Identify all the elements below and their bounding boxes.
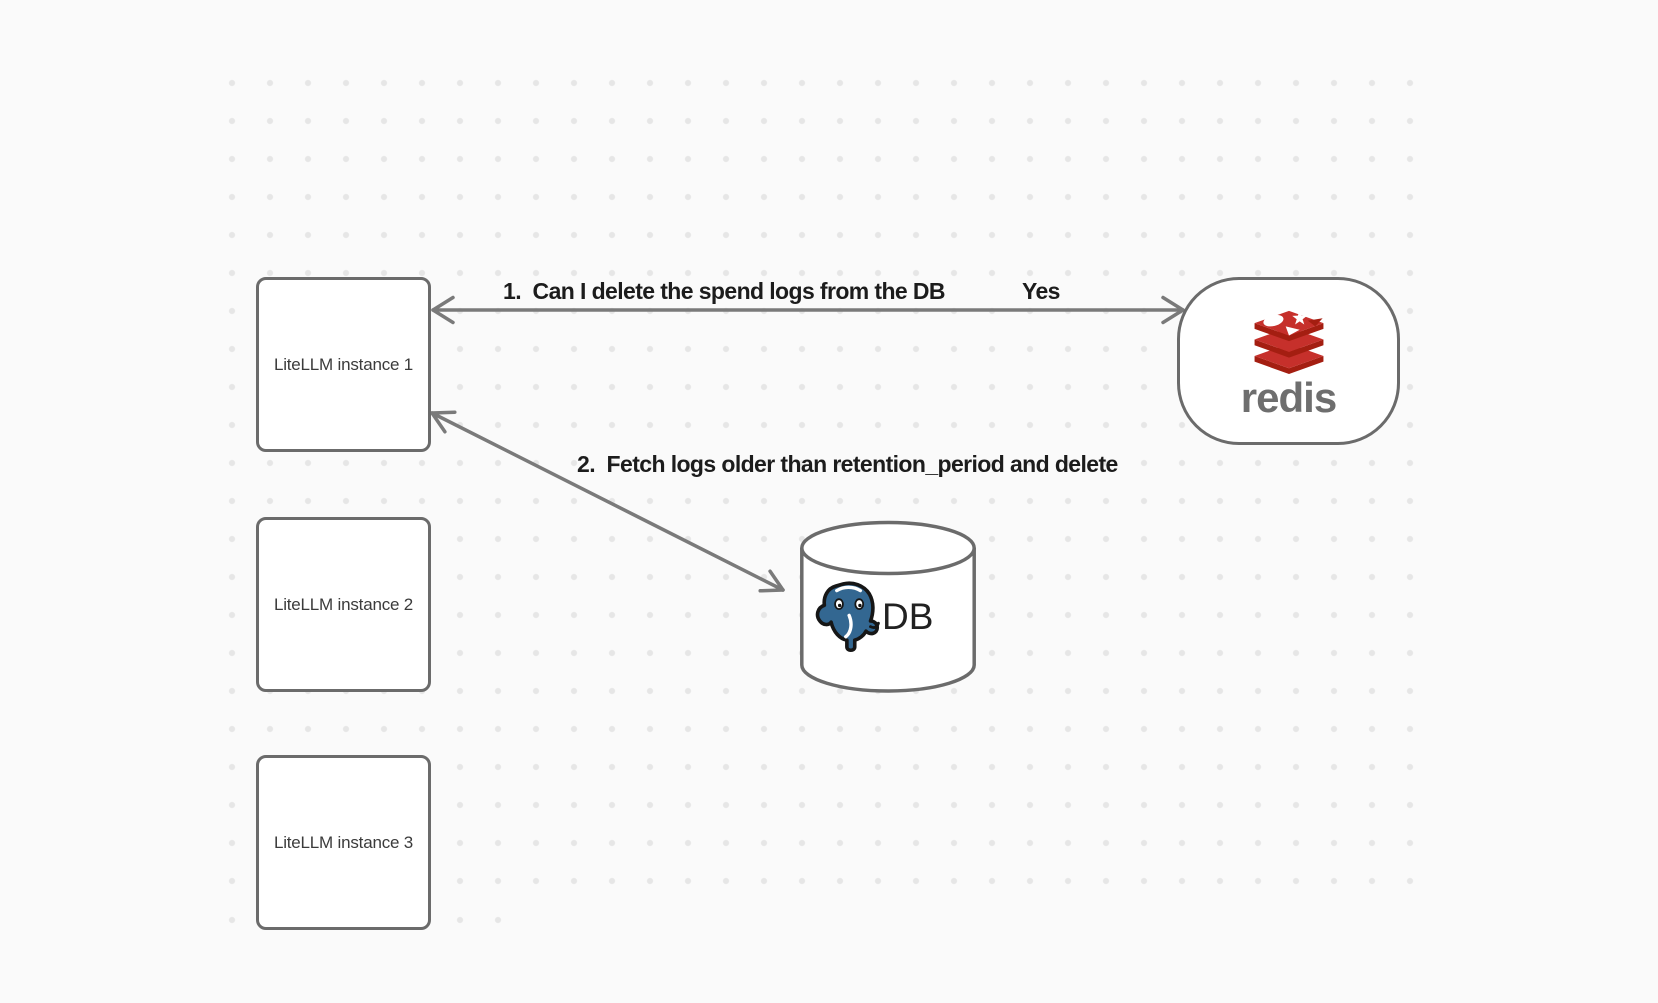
- db-node[interactable]: DB: [799, 519, 977, 697]
- postgresql-logo-icon: [815, 581, 880, 653]
- arrow-1-question-label[interactable]: 1. Can I delete the spend logs from the …: [503, 278, 946, 304]
- litellm-instance-3-label: LiteLLM instance 3: [273, 832, 414, 852]
- redis-logo-icon: [1254, 310, 1323, 374]
- litellm-instance-2-node[interactable]: LiteLLM instance 2: [256, 517, 431, 692]
- redis-wordmark: redis: [1240, 374, 1337, 421]
- redis-node[interactable]: redis: [1177, 277, 1400, 445]
- litellm-instance-3-node[interactable]: LiteLLM instance 3: [256, 755, 431, 930]
- litellm-instance-1-label: LiteLLM instance 1: [273, 354, 414, 374]
- arrow-2-label[interactable]: 2. Fetch logs older than retention_perio…: [577, 451, 1118, 477]
- db-label: DB: [882, 596, 934, 637]
- arrow-2[interactable]: [430, 410, 785, 593]
- arrow-1-answer-label[interactable]: Yes: [1022, 278, 1060, 304]
- litellm-instance-2-label: LiteLLM instance 2: [273, 594, 414, 614]
- litellm-instance-1-node[interactable]: LiteLLM instance 1: [256, 277, 431, 452]
